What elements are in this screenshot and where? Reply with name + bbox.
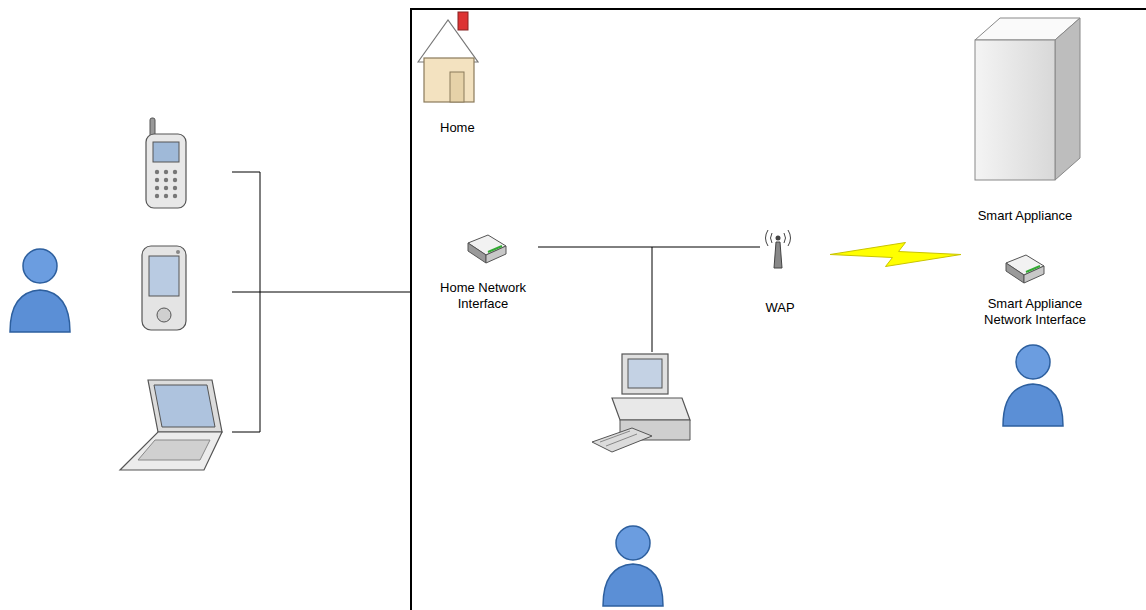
bracket-line [232, 172, 260, 432]
cell-phone [164, 194, 168, 198]
user-icon [603, 526, 663, 606]
cell-phone [146, 118, 186, 208]
cell-phone [155, 170, 159, 174]
desktop-computer [612, 398, 690, 420]
user-icon [1003, 345, 1063, 426]
bracket-line [232, 292, 410, 293]
network-interface-icon [468, 243, 486, 263]
cell-phone [164, 178, 168, 182]
node-label: Smart Appliance Network Interface [965, 296, 1105, 328]
cell-phone [155, 178, 159, 182]
house-icon [450, 72, 464, 102]
desktop-computer [622, 354, 668, 394]
pda-device [157, 308, 171, 322]
antenna-icon [766, 230, 791, 268]
user-icon [1003, 384, 1063, 426]
user-icon [616, 526, 650, 560]
antenna-icon [766, 230, 791, 246]
network-interface-icon [1006, 263, 1024, 283]
lan-wire [652, 247, 653, 352]
home-region: HomeHome Network InterfaceWAP Smart Appli… [410, 8, 1146, 610]
access-point: WAP [760, 226, 800, 316]
bracket-line [232, 172, 410, 432]
node-label: Home [440, 120, 475, 136]
pda-device [142, 246, 186, 330]
wireless-link [830, 243, 961, 267]
network-interface-icon [468, 235, 506, 263]
laptop [120, 380, 222, 470]
appliance-box [975, 18, 1080, 180]
pda-device [176, 250, 180, 254]
node-label: WAP [760, 300, 800, 316]
cell-phone [155, 170, 177, 198]
network-interface-icon [1026, 266, 1040, 272]
network-interface-icon [488, 246, 502, 252]
antenna-icon [774, 242, 782, 268]
wireless-link [830, 243, 961, 267]
lan-wire [652, 247, 653, 352]
node-label: Smart Appliance [960, 208, 1090, 224]
network-interface: Smart Appliance Network Interface [965, 250, 1105, 328]
desktop-computer [628, 359, 662, 388]
user-icon [10, 290, 70, 332]
cell-phone [164, 186, 168, 190]
user-icon [23, 249, 57, 283]
antenna-icon [776, 236, 781, 241]
appliance-box [1055, 18, 1080, 180]
laptop [120, 432, 222, 470]
network-wire [538, 247, 760, 248]
pda-device [142, 246, 186, 330]
network-interface-icon [1024, 266, 1044, 283]
user-icon [1016, 345, 1050, 379]
network-wire [538, 247, 760, 248]
network-interface: Home Network Interface [428, 230, 538, 312]
cell-phone [155, 186, 159, 190]
cell-phone [173, 186, 177, 190]
laptop [148, 380, 222, 432]
user-icon [10, 249, 70, 332]
laptop [154, 385, 215, 427]
desktop-computer [600, 431, 637, 446]
cell-phone [173, 178, 177, 182]
desktop-computer [592, 428, 652, 452]
cell-phone [146, 134, 186, 208]
cell-phone [164, 170, 168, 174]
house-icon [458, 12, 468, 30]
laptop [138, 440, 210, 460]
cell-phone [155, 194, 159, 198]
house-icon [418, 20, 478, 62]
cell-phone [173, 170, 177, 174]
pda-device [149, 256, 179, 296]
desktop-computer [592, 354, 690, 452]
user-icon [603, 564, 663, 606]
house-icon [418, 12, 478, 102]
house-icon [424, 58, 474, 102]
cell-phone [173, 194, 177, 198]
network-interface-icon [486, 246, 506, 263]
smart-appliance: Smart Appliance [960, 12, 1090, 224]
node-label: Home Network Interface [428, 280, 538, 312]
network-interface-icon [1006, 255, 1044, 283]
appliance-box [975, 40, 1055, 180]
cell-phone [153, 142, 179, 162]
